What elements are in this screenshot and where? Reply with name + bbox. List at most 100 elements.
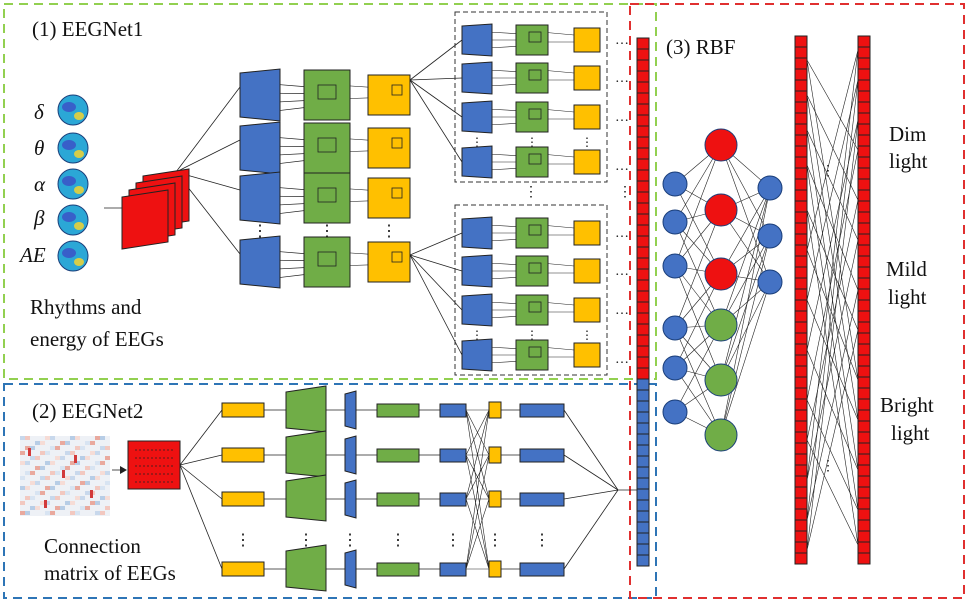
dense-unit-right (857, 123, 871, 136)
topomap-blob (62, 212, 76, 222)
dropout-block-yellow (488, 446, 502, 464)
kernel-window (391, 187, 403, 199)
separable-block-green (376, 492, 420, 507)
flatten-unit (636, 312, 650, 325)
heatmap-cell (90, 466, 95, 470)
dense-unit-left (794, 343, 808, 356)
separable-block-green (376, 448, 420, 463)
connector-line (487, 153, 517, 156)
connector-line (465, 409, 490, 456)
conv-block-blue (239, 235, 281, 289)
subnetwork-group (454, 11, 608, 183)
heatmap-cell (50, 461, 55, 465)
heatmap-cell (65, 441, 70, 445)
topomap-blob (74, 112, 84, 120)
heatmap-cell (85, 491, 90, 495)
heatmap-cell (100, 486, 105, 490)
temporal-block-yellow (221, 402, 265, 418)
connector-line (806, 119, 859, 351)
dense-unit-right (857, 354, 871, 367)
connector-line (179, 454, 223, 466)
topomap-blob (74, 222, 84, 230)
heatmap-cell (65, 501, 70, 505)
dense-unit-right (857, 233, 871, 246)
heatmap-cell (30, 481, 35, 485)
pool-block-yellow (573, 65, 601, 91)
connector-line (487, 168, 517, 171)
rbf-output-node (757, 175, 783, 201)
flatten-unit (636, 323, 650, 336)
flatten-unit (636, 70, 650, 83)
heatmap-cell (50, 471, 55, 475)
dense-unit-left (794, 79, 808, 92)
heatmap-cell (40, 491, 45, 495)
heatmap-cell (80, 446, 85, 450)
dense-unit-left (794, 310, 808, 323)
heatmap-cell (70, 511, 75, 515)
eegnet1-panel (3, 3, 657, 380)
heatmap-cell (30, 496, 35, 500)
connector-line (465, 454, 490, 500)
connector-line (563, 454, 619, 491)
dense-unit-left (794, 409, 808, 422)
flatten-unit (636, 378, 650, 391)
heatmap-cell (105, 496, 110, 500)
rhythm-label: α (34, 172, 46, 196)
kernel-window (528, 224, 542, 236)
ellipsis-vertical: ⋮ (471, 328, 483, 342)
heatmap-cell (45, 486, 50, 490)
rbf-input-node (662, 355, 688, 381)
dense-unit-right (857, 530, 871, 543)
flatten-unit (636, 191, 650, 204)
heatmap-cell (60, 491, 65, 495)
heatmap-cell (95, 436, 100, 440)
connector-line (465, 409, 490, 500)
heatmap-cell (105, 446, 110, 450)
flatten-unit (636, 466, 650, 479)
dense-unit-right (857, 321, 871, 334)
connector-line (487, 262, 517, 265)
dense-unit-right (857, 552, 871, 565)
heatmap-cell (75, 436, 80, 440)
flatten-unit (636, 488, 650, 501)
dense-unit-left (794, 277, 808, 290)
heatmap-cell (85, 456, 90, 460)
conv-block-green (515, 339, 549, 371)
dense-unit-right (857, 189, 871, 202)
rbf-panel (629, 3, 965, 599)
rhythm-label: θ (34, 136, 44, 160)
topomap-blob (62, 248, 76, 258)
dense-unit-left (794, 244, 808, 257)
heatmap-cell (100, 446, 105, 450)
connector-line (487, 316, 517, 319)
heatmap-cell (70, 476, 75, 480)
heatmap-cell (30, 471, 35, 475)
flatten-unit (636, 444, 650, 457)
ellipsis-vertical: ⋮ (445, 532, 461, 549)
heatmap-cell (90, 441, 95, 445)
ellipsis-vertical: ⋮ (618, 185, 632, 200)
dense-block-blue (519, 492, 565, 507)
connector-line (674, 183, 722, 275)
flatten-unit (636, 455, 650, 468)
pool-block-yellow (573, 27, 601, 53)
heatmap-cell (30, 456, 35, 460)
heatmap-cell (35, 491, 40, 495)
heatmap-cell (90, 501, 95, 505)
eegnet2-caption-line1: Connection (44, 534, 141, 558)
heatmap-cell (25, 486, 30, 490)
dense-unit-left (794, 255, 808, 268)
rbf-hidden-node-red (704, 257, 738, 291)
connector-line (806, 199, 859, 441)
flatten-unit (636, 268, 650, 281)
heatmap-cell (105, 506, 110, 510)
ellipsis-vertical: ⋮ (390, 532, 406, 549)
flatten-unit (636, 59, 650, 72)
topomap-blob (74, 150, 84, 158)
connector-line (409, 79, 463, 118)
ellipsis-horizontal: … (615, 226, 629, 241)
heatmap-cell (80, 456, 85, 460)
ellipsis-vertical: ⋮ (526, 135, 538, 149)
flatten-unit (636, 301, 650, 314)
